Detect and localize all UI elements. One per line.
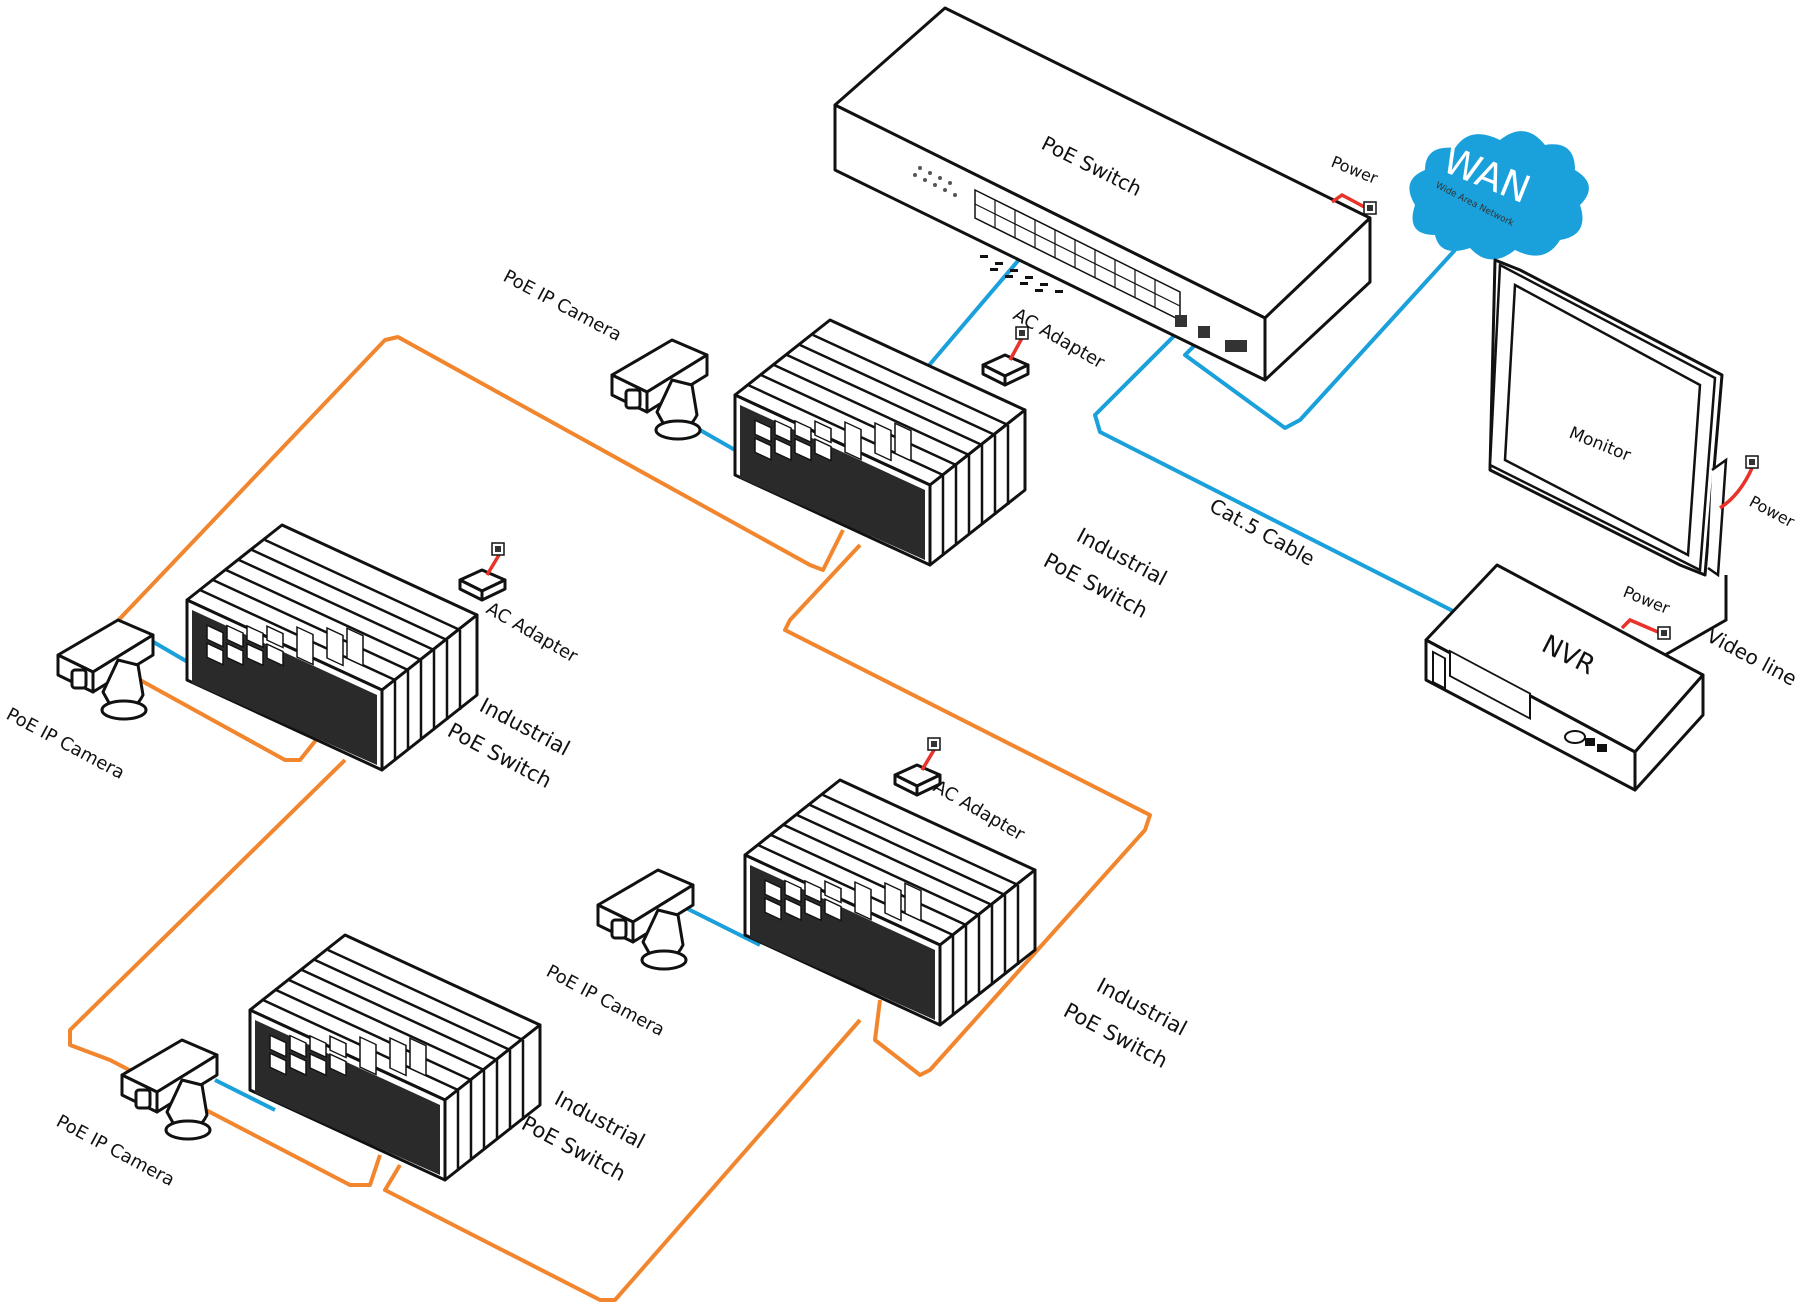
ethernet-poe-switch-to-nvr xyxy=(1093,323,1456,614)
video-line-label: Video line xyxy=(1703,623,1800,690)
ac-adapter-3-outlet-icon xyxy=(927,737,941,751)
ac-adapter-2-label: AC Adapter xyxy=(483,598,582,667)
industrial-poe-switch-1: Industrial PoE Switch xyxy=(733,318,1171,623)
svg-text:PoE IP Camera: PoE IP Camera xyxy=(500,266,625,346)
wan-cloud: WAN Wide Area Network xyxy=(1409,131,1589,260)
cat5-cable-label: Cat.5 Cable xyxy=(1206,493,1319,570)
nvr: NVR xyxy=(1424,563,1705,792)
nvr-power-label: Power xyxy=(1621,582,1673,618)
poe-ip-camera-3: PoE IP Camera xyxy=(543,868,695,1041)
fiber-cable-switch2-to-switch4 xyxy=(68,758,382,1187)
svg-text:PoE IP Camera: PoE IP Camera xyxy=(543,961,668,1041)
ac-adapter-2-outlet-icon xyxy=(491,542,505,556)
power-outlet-icon xyxy=(1363,201,1377,215)
monitor-power-outlet-icon xyxy=(1745,455,1759,469)
poe-switch: PoE Switch xyxy=(833,6,1372,382)
poe-ip-camera-4: PoE IP Camera xyxy=(53,1038,219,1191)
fiber-cable-switch4-to-switch3 xyxy=(383,1018,862,1302)
industrial-poe-switch-4: Industrial PoE Switch xyxy=(248,933,649,1186)
poe-ip-camera-1: PoE IP Camera xyxy=(500,266,709,441)
ethernet-camera-4 xyxy=(214,1078,276,1112)
industrial-poe-switch-2: Industrial PoE Switch xyxy=(185,523,574,793)
monitor: Monitor xyxy=(1488,258,1728,578)
ac-adapter-2 xyxy=(458,568,507,602)
fiber-cable-switch1-to-switch3 xyxy=(783,543,1152,1077)
ethernet-camera-3 xyxy=(679,903,761,947)
nvr-power-outlet-icon xyxy=(1657,626,1671,640)
poe-ip-camera-2: PoE IP Camera xyxy=(3,618,155,784)
ac-adapter-1 xyxy=(981,353,1030,387)
monitor-power-label: Power xyxy=(1746,492,1798,532)
switch-power-label: Power xyxy=(1329,152,1381,188)
ethernet-poe-switch-to-wan xyxy=(1183,248,1457,430)
svg-text:PoE IP Camera: PoE IP Camera xyxy=(53,1111,178,1191)
